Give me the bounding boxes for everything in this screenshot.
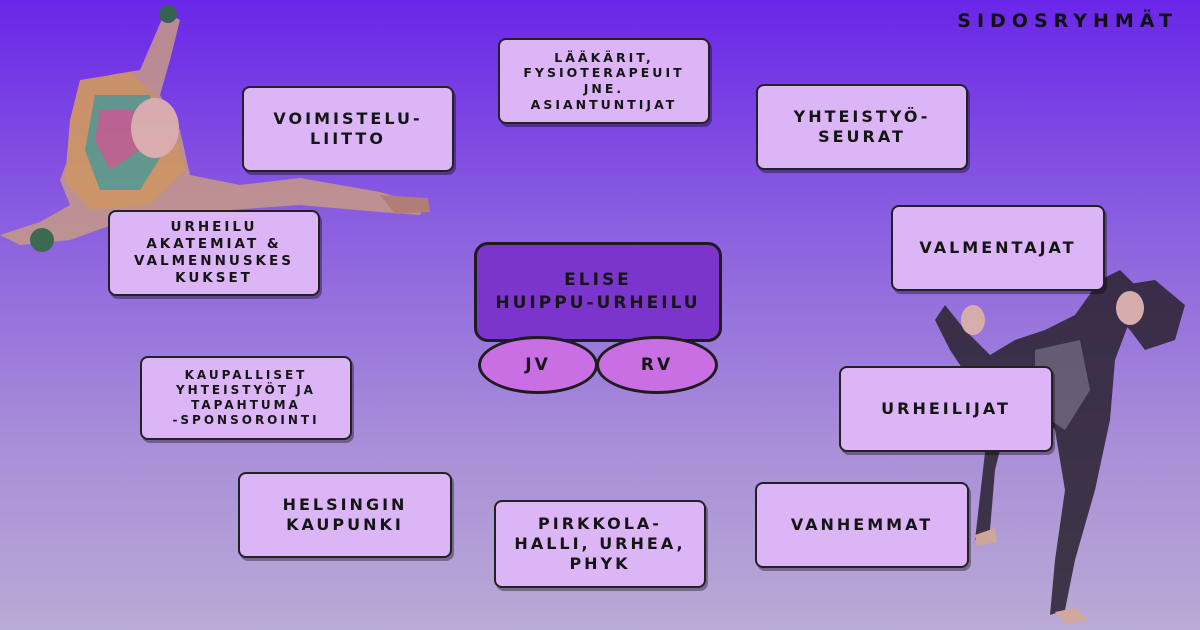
node-line: URHEILU [170, 219, 258, 236]
oval-rv: RV [596, 336, 718, 394]
node-valmentajat: VALMENTAJAT [891, 205, 1105, 291]
gymnast-left-image [0, 5, 430, 252]
gymnast-right-image [935, 270, 1185, 624]
node-line: URHEILIJAT [881, 399, 1011, 418]
node-akatemiat: URHEILU AKATEMIAT & VALMENNUSKES KUKSET [108, 210, 320, 296]
node-line: SEURAT [818, 127, 906, 146]
node-line: YHTEISTYÖ- [793, 107, 931, 126]
node-urheilijat: URHEILIJAT [839, 366, 1053, 452]
node-line: JNE. [583, 81, 625, 96]
node-line: -SPONSOROINTI [172, 413, 320, 427]
node-line: VOIMISTELU- [273, 109, 423, 128]
node-line: ASIANTUNTIJAT [530, 96, 678, 112]
node-line: FYSIOTERAPEUIT [523, 65, 685, 81]
node-line: HALLI, URHEA, [514, 534, 686, 553]
node-line: PIRKKOLA- [538, 514, 662, 533]
node-pirkkola: PIRKKOLA- HALLI, URHEA, PHYK [494, 500, 706, 588]
node-line: HELSINGIN [282, 495, 408, 514]
node-line: TAPAHTUMA [191, 398, 301, 412]
node-line: PHYK [569, 554, 631, 573]
node-helsinki: HELSINGIN KAUPUNKI [238, 472, 452, 558]
node-line: VALMENTAJAT [919, 238, 1077, 257]
page-title: SIDOSRYHMÄT [957, 10, 1178, 32]
center-node: ELISE HUIPPU-URHEILU [474, 242, 722, 342]
node-voimisteluliitto: VOIMISTELU- LIITTO [242, 86, 454, 172]
node-line: KAUPUNKI [286, 515, 404, 534]
node-line: VANHEMMAT [790, 515, 934, 534]
node-vanhemmat: VANHEMMAT [755, 482, 969, 568]
oval-jv: JV [478, 336, 598, 394]
node-line: YHTEISTYÖT JA [175, 383, 316, 397]
node-line: VALMENNUSKES [134, 253, 294, 269]
center-line-2: HUIPPU-URHEILU [495, 293, 701, 313]
node-line: LÄÄKÄRIT, [554, 49, 654, 65]
node-line: KUKSET [175, 269, 253, 286]
center-line-1: ELISE [564, 270, 632, 291]
node-laakarit: LÄÄKÄRIT, FYSIOTERAPEUIT JNE. ASIANTUNTI… [498, 38, 710, 124]
node-yhteistyoseurat: YHTEISTYÖ- SEURAT [756, 84, 968, 170]
node-kaupalliset: KAUPALLISET YHTEISTYÖT JA TAPAHTUMA -SPO… [140, 356, 352, 440]
node-line: KAUPALLISET [184, 368, 308, 382]
node-line: LIITTO [310, 129, 386, 148]
node-line: AKATEMIAT & [146, 236, 282, 253]
